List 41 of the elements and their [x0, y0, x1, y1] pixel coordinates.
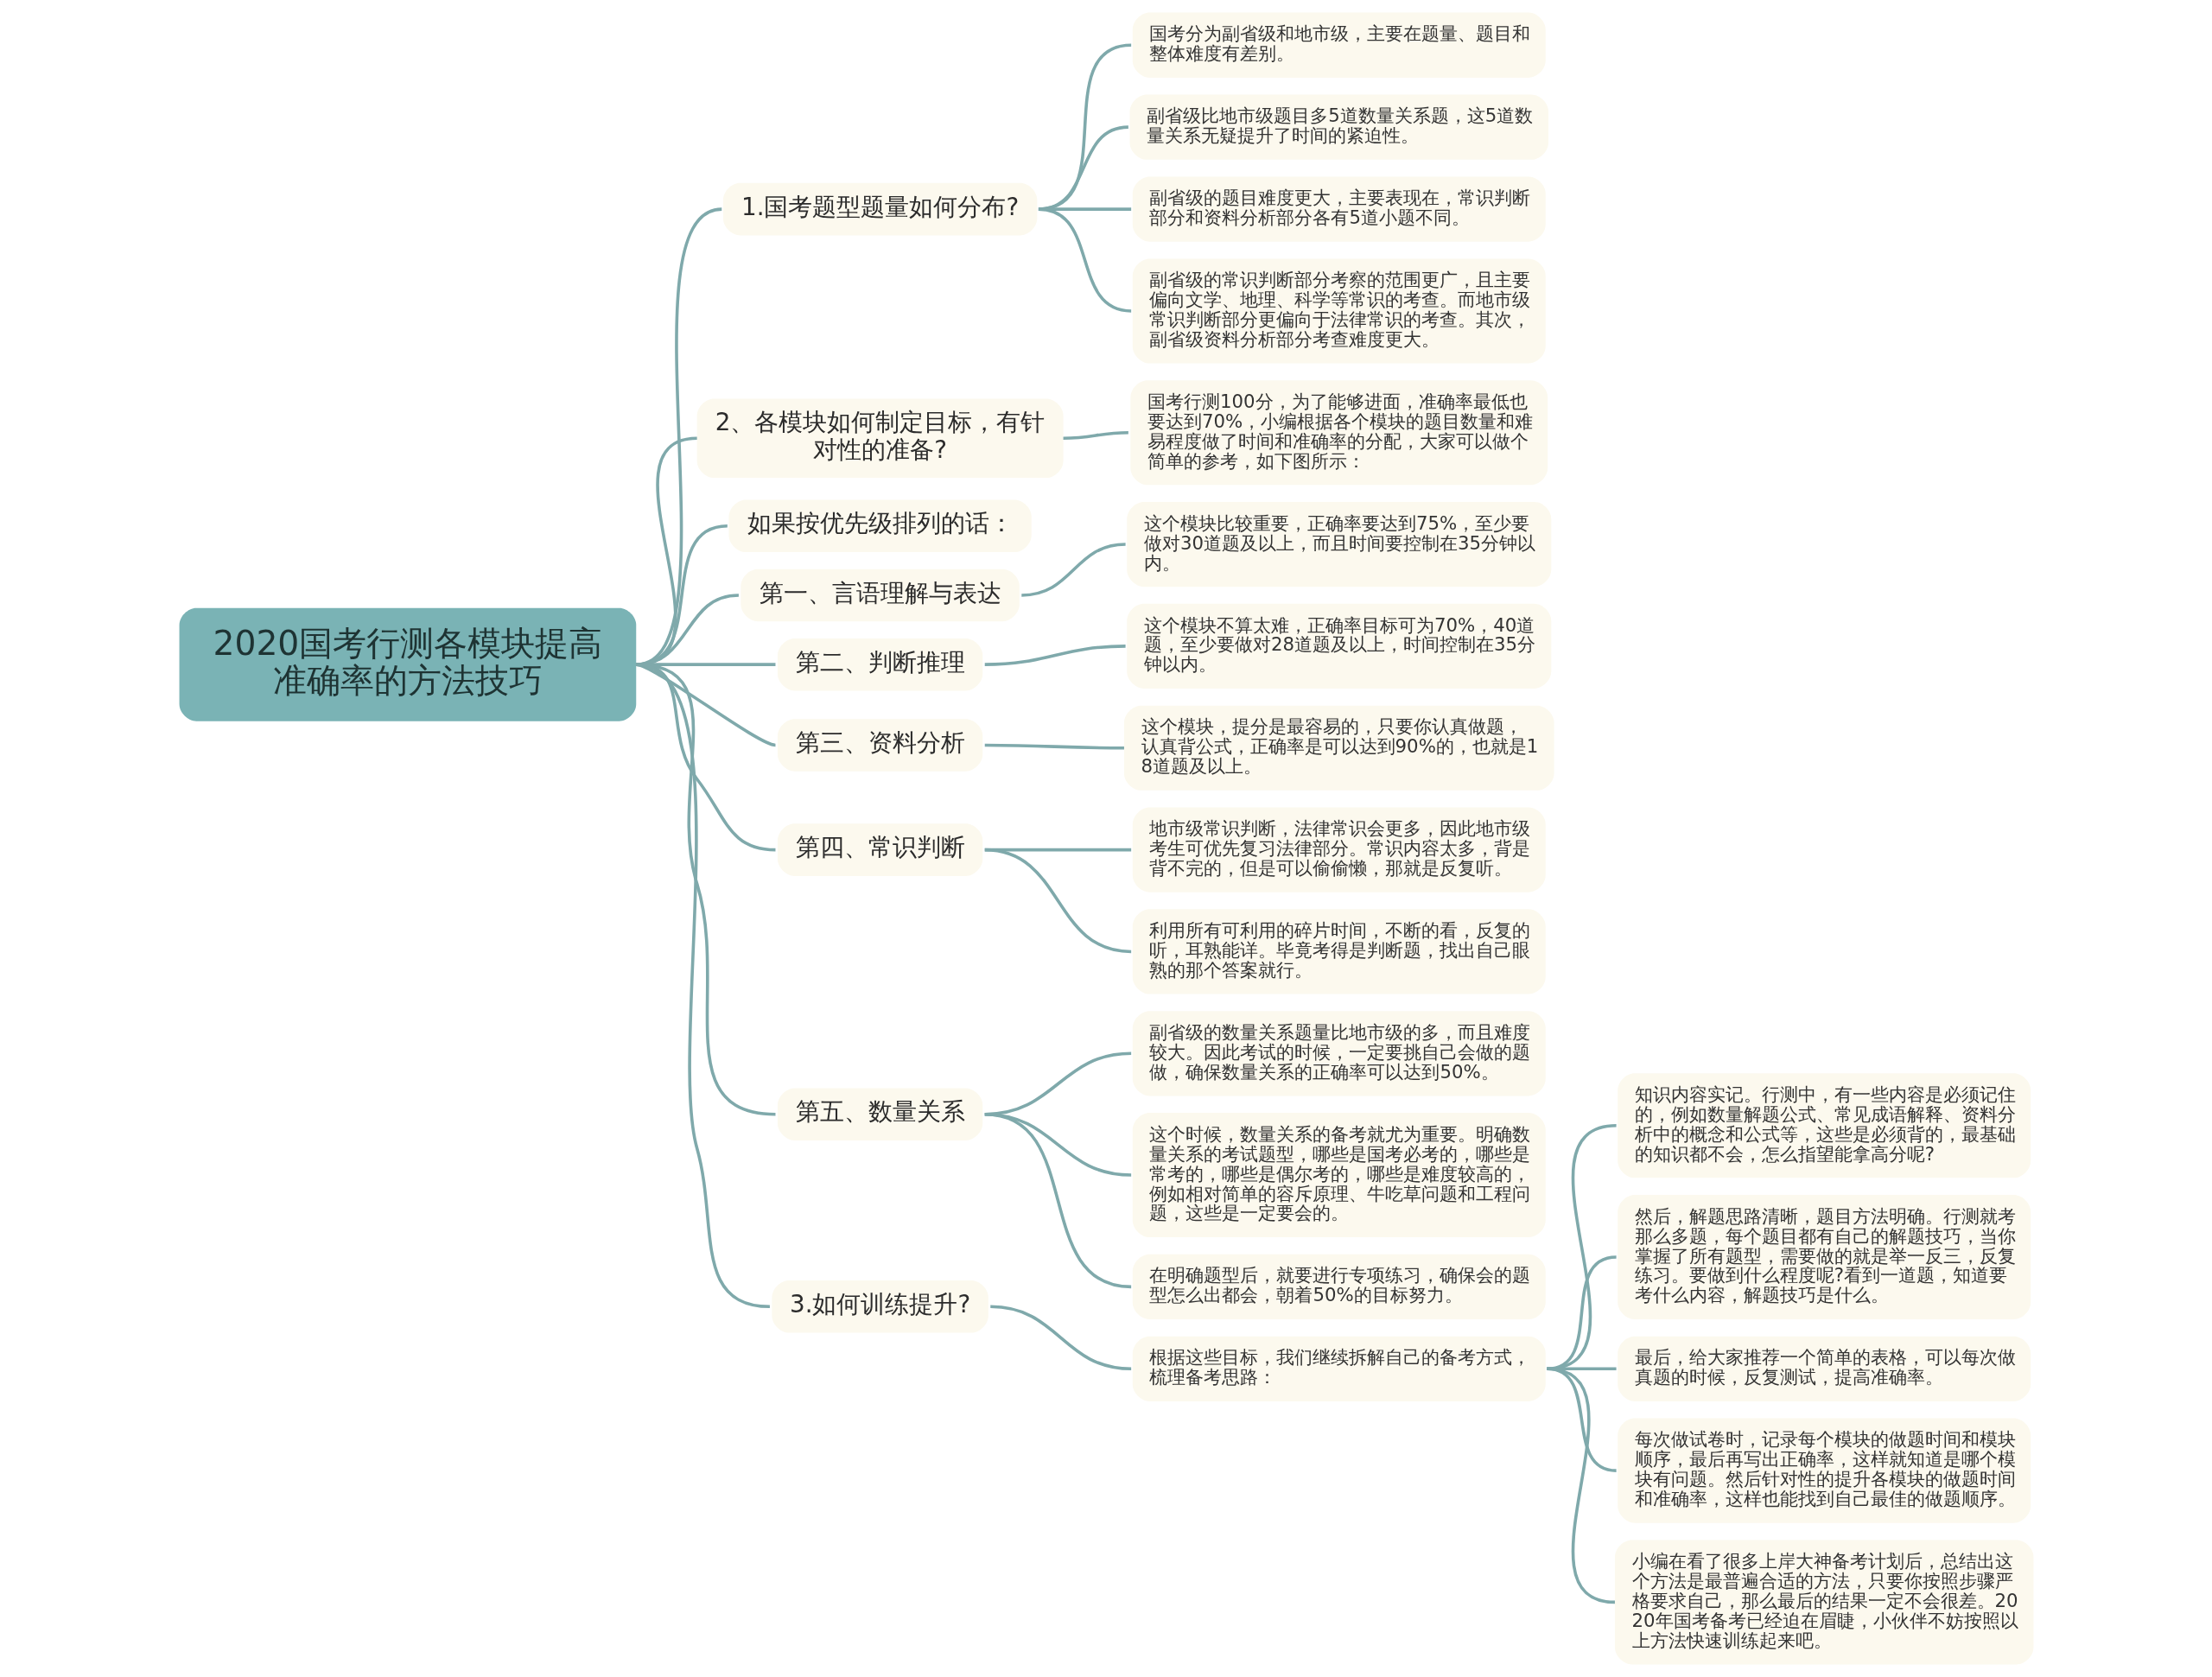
- node-box: 副省级比地市级题目多5道数量关系题，这5道数量关系无疑提升了时间的紧迫性。: [1129, 94, 1548, 160]
- node-box: 地市级常识判断，法律常识会更多，因此地市级考生可优先复习法律部分。常识内容太多，背是背不完的，但是可以偷偷懒，那就是反复听。: [1132, 807, 1546, 892]
- connector: [984, 743, 1124, 750]
- connector: [1546, 1124, 1617, 1371]
- node-box: 知识内容实记。行测中，有一些内容是必须记住的，例如数量解题公式、常见成语解释、资料分析中的概念和公式等，这些是必须背的，最基础的知识都不会，怎么指望能拿高分呢?: [1617, 1073, 2031, 1178]
- node-box: 第一、言语理解与表达: [740, 569, 1020, 622]
- node-box: 第三、资料分析: [777, 719, 982, 772]
- node-box: 副省级的数量关系题量比地市级的多，而且难度较大。因此考试的时候，一定要挑自己会做的题做，确保数量关系的正确率可以达到50%。: [1132, 1011, 1546, 1096]
- connector: [1038, 207, 1131, 313]
- connector: [984, 645, 1126, 666]
- node-box: 最后，给大家推荐一个简单的表格，可以每次做真题的时候，反复测试，提高准确率。: [1617, 1336, 2031, 1401]
- connector: [1063, 430, 1128, 441]
- node-box: 利用所有可利用的碎片时间，不断的看，反复的听，耳熟能详。毕竟考得是判断题，找出自己眼熟的那个答案就行。: [1132, 909, 1546, 994]
- node-box: 2020国考行测各模块提高准确率的方法技巧: [179, 607, 636, 721]
- node-box: 如果按优先级排列的话：: [728, 499, 1032, 553]
- node-box: 然后，解题思路清晰，题目方法明确。行测就考那么多题，每个题目都有自己的解题技巧，当你掌握了所有题型，需要做的就是举一反三，反复练习。要做到什么程度呢?看到一道题，知道要考什么内容，解题技巧是什么。: [1617, 1195, 2031, 1320]
- node-box: 这个模块不算太难，正确率目标可为70%，40道题，至少要做对28道题及以上，时间控制在35分钟以内。: [1126, 603, 1551, 689]
- connector: [984, 848, 1131, 954]
- connector: [1546, 1255, 1617, 1371]
- node-box: 第四、常识判断: [777, 823, 982, 876]
- connector: [983, 1112, 1131, 1289]
- node-box: 每次做试卷时，记录每个模块的做题时间和模块顺序，最后再写出正确率，这样就知道是哪个模块有问题。然后针对性的提升各模块的做题时间和准确率，这样也能找到自己最佳的做题顺序。: [1617, 1418, 2031, 1523]
- node-box: 3.如何训练提升?: [771, 1280, 988, 1333]
- node-box: 小编在看了很多上岸大神备考计划后，总结出这个方法是最普遍合适的方法，只要你按照步骤严格要求自己，那么最后的结果一定不会很差。2020年国考备考已经迫在眉睫，小伙伴不妨按照以上方法快速训练起来吧。: [1614, 1540, 2033, 1665]
- node-box: 在明确题型后，就要进行专项练习，确保会的题型怎么出都会，朝着50%的目标努力。: [1132, 1254, 1546, 1320]
- node-box: 国考行测100分，为了能够进面，准确率最低也要达到70%，小编根据各个模块的题目数量和难易程度做了时间和准确率的分配，大家可以做个简单的参考，如下图所示：: [1129, 380, 1548, 486]
- node-box: 1.国考题型题量如何分布?: [722, 182, 1037, 236]
- node-box: 第五、数量关系: [777, 1088, 982, 1140]
- connector: [1020, 543, 1126, 597]
- node-box: 第二、判断推理: [777, 638, 982, 691]
- node-box: 副省级的常识判断部分考察的范围更广，且主要偏向文学、地理、科学等常识的考查。而地市级常识判断部分更偏向于法律常识的考查。其次，副省级资料分析部分考查难度更大。: [1132, 258, 1546, 364]
- node-box: 这个时候，数量关系的备考就尤为重要。明确数量关系的考试题型，哪些是国考必考的，哪些是常考的，哪些是偶尔考的，哪些是难度较高的，例如相对简单的容斥原理、牛吃草问题和工程问题，这些是一定要会的。: [1132, 1113, 1546, 1238]
- node-box: 国考分为副省级和地市级，主要在题量、题目和整体难度有差别。: [1132, 12, 1546, 78]
- node-box: 这个模块，提分是最容易的，只要你认真做题，认真背公式，正确率是可以达到90%的，也就是18道题及以上。: [1123, 705, 1554, 791]
- node-box: 副省级的题目难度更大，主要表现在，常识判断部分和资料分析部分各有5道小题不同。: [1132, 176, 1546, 242]
- connector: [989, 1305, 1131, 1371]
- connector: [1546, 1367, 1615, 1604]
- connector: [635, 663, 776, 1116]
- node-box: 根据这些目标，我们继续拆解自己的备考方式，梳理备考思路：: [1132, 1336, 1546, 1401]
- node-box: 2、各模块如何制定目标，有针对性的准备?: [696, 398, 1064, 479]
- node-box: 这个模块比较重要，正确率要达到75%，至少要做对30道题及以上，而且时间要控制在35分钟以内。: [1126, 501, 1551, 588]
